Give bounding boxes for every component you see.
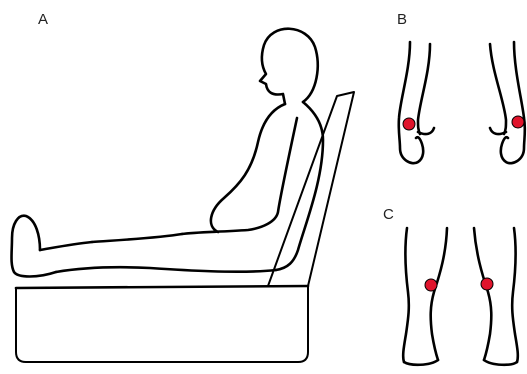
right-leg-outer bbox=[512, 228, 518, 362]
right-thumb bbox=[490, 128, 506, 134]
left-leg-inner bbox=[431, 228, 447, 360]
thigh-outline bbox=[92, 234, 182, 242]
right-leg-inner bbox=[474, 228, 491, 360]
recliner-chair bbox=[16, 92, 354, 362]
right-arm-outline-outer bbox=[501, 42, 525, 163]
left-thumb bbox=[418, 128, 434, 134]
shin-outline bbox=[40, 242, 92, 250]
right-arm-outline-inner bbox=[490, 44, 506, 134]
left-arm-outline-outer bbox=[399, 42, 423, 163]
right-leg-marker bbox=[481, 278, 493, 290]
left-wrist-marker bbox=[403, 118, 415, 130]
chair-base bbox=[16, 286, 308, 362]
left-leg-outer bbox=[403, 228, 409, 362]
arm-outline bbox=[182, 118, 297, 234]
arms-panel bbox=[399, 42, 525, 163]
panel-label-c: C bbox=[383, 207, 394, 222]
foot-outline bbox=[12, 216, 57, 277]
left-leg-marker bbox=[425, 279, 437, 291]
seated-person bbox=[12, 29, 324, 277]
leg-lower-outline bbox=[56, 267, 276, 272]
right-wrist-marker bbox=[512, 116, 524, 128]
left-foot bbox=[404, 360, 438, 365]
left-arm-outline-inner bbox=[418, 44, 430, 134]
legs-panel bbox=[403, 228, 518, 365]
panel-label-a: A bbox=[38, 12, 48, 27]
head-outline bbox=[260, 29, 318, 104]
panel-label-b: B bbox=[397, 12, 407, 27]
right-foot bbox=[484, 360, 517, 365]
chair-seat-top bbox=[16, 286, 308, 288]
front-torso bbox=[211, 104, 285, 232]
